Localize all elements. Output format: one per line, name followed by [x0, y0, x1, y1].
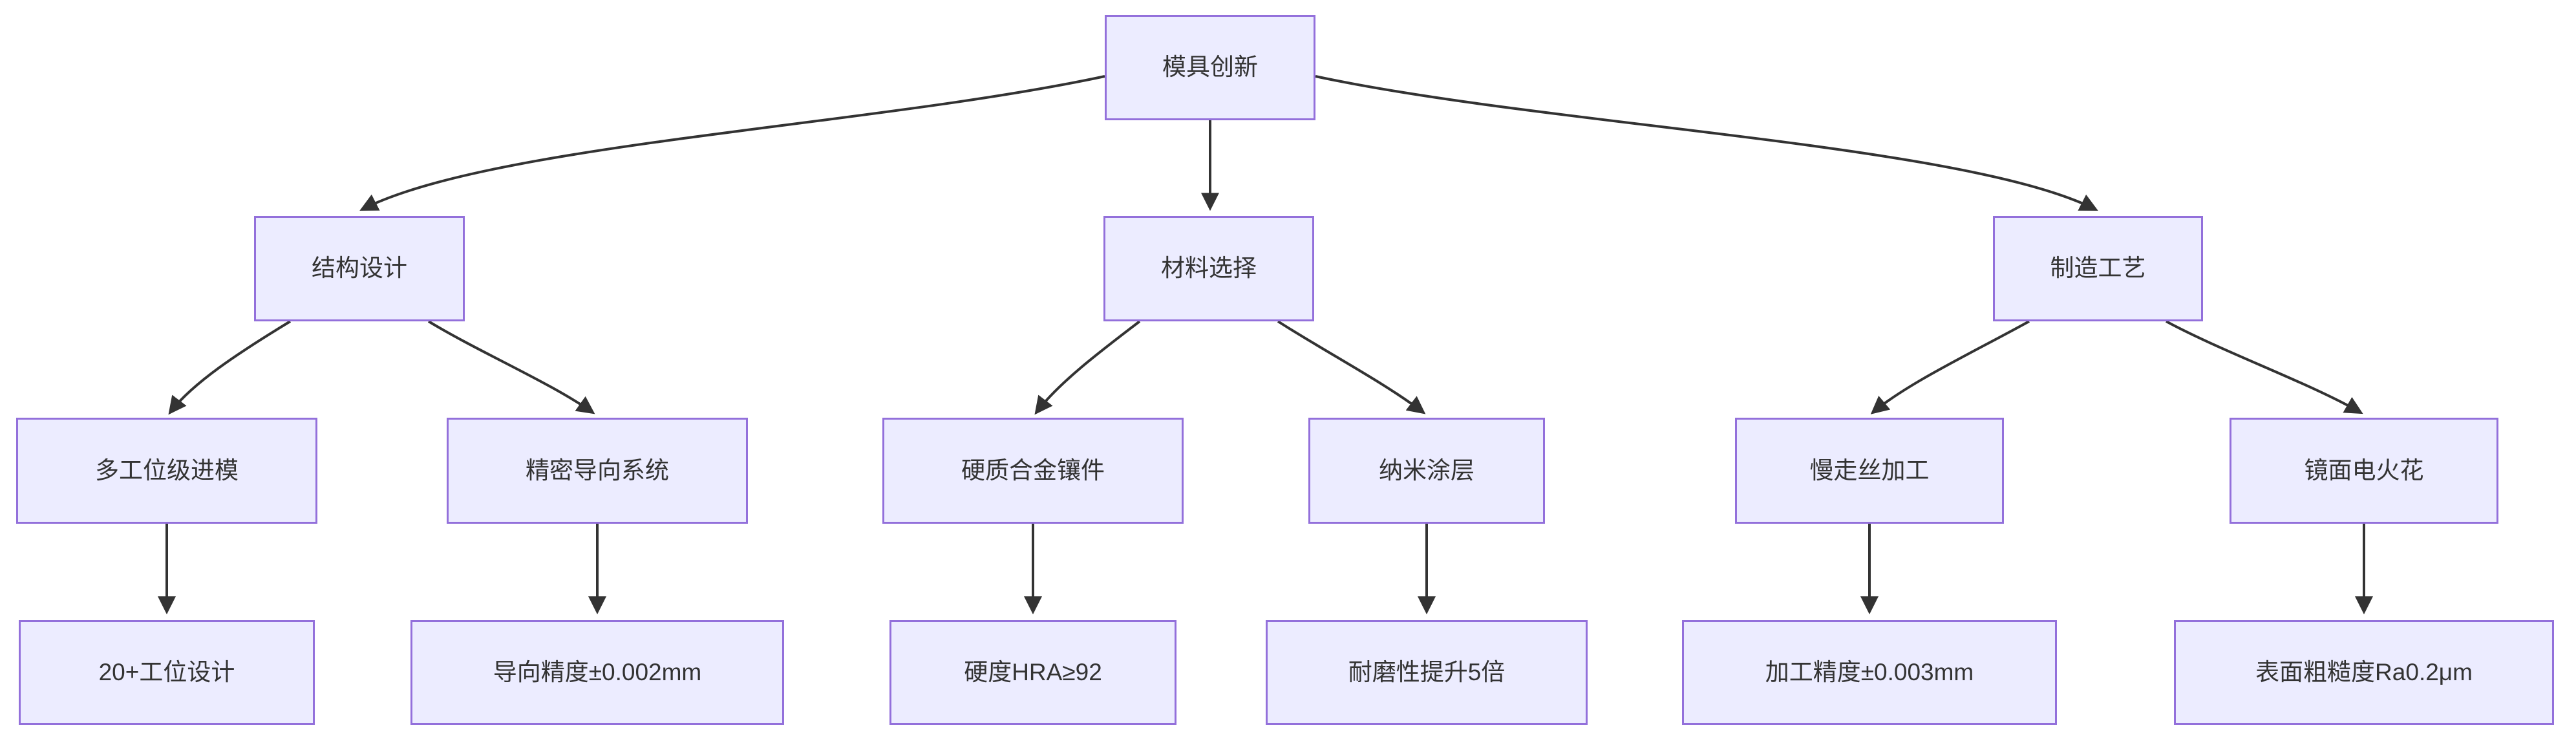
node-material-selection: 材料选择 [1103, 216, 1314, 321]
node-station-design-metric: 20+工位设计 [19, 620, 315, 725]
node-slow-wire-cutting: 慢走丝加工 [1735, 418, 2004, 524]
node-guide-accuracy-metric: 导向精度±0.002mm [410, 620, 784, 725]
edge-root-structure [359, 75, 1105, 211]
node-mirror-edm: 镜面电火花 [2230, 418, 2498, 524]
node-nano-coating: 纳米涂层 [1308, 418, 1545, 524]
edge-structure-guide-system [427, 320, 595, 414]
node-precision-guide-system: 精密导向系统 [447, 418, 748, 524]
edge-process-mirror-edm [2166, 320, 2363, 414]
node-structure-design: 结构设计 [254, 216, 465, 321]
node-machining-accuracy-metric: 加工精度±0.003mm [1682, 620, 2057, 725]
node-surface-roughness-metric: 表面粗糙度Ra0.2μm [2174, 620, 2554, 725]
edge-root-process [1315, 75, 2098, 211]
edge-material-nano-coating [1277, 320, 1426, 414]
node-multi-station-progressive-die: 多工位级进模 [16, 418, 317, 524]
edge-structure-multi-station [168, 320, 292, 415]
node-manufacturing-process: 制造工艺 [1993, 216, 2203, 321]
node-wear-resistance-metric: 耐磨性提升5倍 [1266, 620, 1588, 725]
node-mold-innovation: 模具创新 [1105, 15, 1315, 120]
edge-process-wire-edm [1870, 320, 2030, 414]
node-hardness-metric: 硬度HRA≥92 [889, 620, 1176, 725]
edge-material-carbide-insert [1034, 320, 1141, 415]
node-carbide-insert: 硬质合金镶件 [882, 418, 1184, 524]
